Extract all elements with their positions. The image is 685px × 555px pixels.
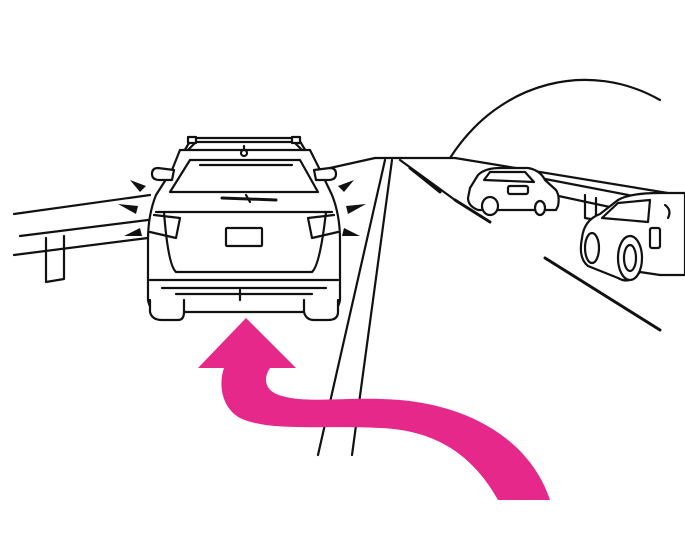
curved-arrow-icon xyxy=(198,318,550,500)
left-guardrail xyxy=(12,156,377,284)
hazard-indicator-flashes xyxy=(118,180,366,236)
distant-car xyxy=(466,166,560,217)
main-suv-rear xyxy=(146,135,342,322)
horizon-hill xyxy=(448,78,662,160)
adjacent-lane-car xyxy=(579,191,685,282)
